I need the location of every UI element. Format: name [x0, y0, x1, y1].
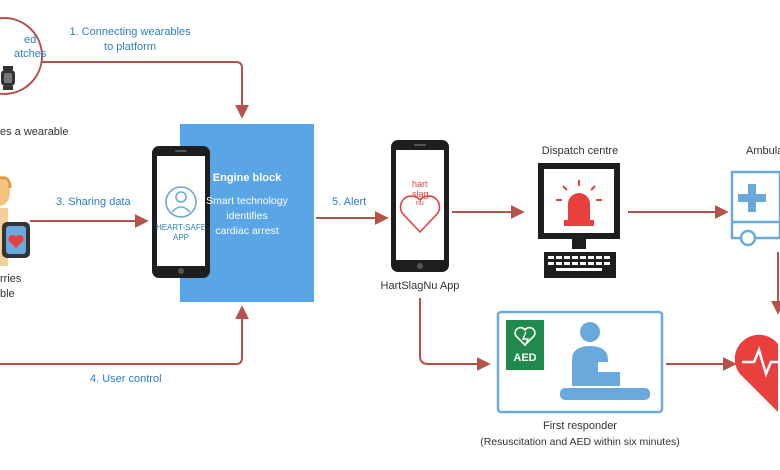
- engine-block-line2: identifies: [226, 210, 268, 222]
- arrow-to-first-responder: [419, 298, 491, 371]
- cpr-person-icon: [560, 322, 650, 400]
- hartslag-logo-line3: nu: [416, 200, 424, 207]
- step3-label: 3. Sharing data: [56, 196, 131, 208]
- first-responder-label: First responder: [543, 420, 617, 432]
- hartslagnu-phone: [391, 140, 449, 272]
- heart-safe-phone: [152, 146, 210, 278]
- watches-label-line1: ed: [24, 34, 37, 46]
- ambulance-label: Ambula: [746, 145, 780, 157]
- wearable-caption: es a wearable: [0, 126, 69, 138]
- first-responder-note: (Resuscitation and AED within six minute…: [480, 436, 680, 448]
- arrow-connect-wearables: [42, 61, 249, 119]
- user-profile-icon: [165, 186, 197, 218]
- aed-label: AED: [513, 352, 537, 364]
- heart-safe-label-line1: HEART-SAFE: [155, 223, 207, 232]
- watch-with-heart-icon: [2, 222, 30, 258]
- hartslag-heart-icon: [399, 195, 441, 234]
- carries-label-line1: rries: [0, 273, 22, 285]
- step4-label: 4. User control: [90, 373, 162, 385]
- heart-pulse-icon: [734, 334, 780, 412]
- arrow-user-control: [0, 305, 249, 365]
- hartslagnu-app-label: HartSlagNu App: [380, 280, 460, 292]
- aed-icon: [506, 320, 544, 370]
- hartslag-logo-line1: hart: [412, 179, 428, 189]
- smartwatch-icon: [1, 66, 15, 90]
- hartslag-logo-line2: slag: [412, 189, 429, 199]
- carries-label-line2: ble: [0, 288, 15, 300]
- dispatch-centre-label: Dispatch centre: [541, 145, 619, 157]
- engine-block-title: Engine block: [212, 172, 282, 184]
- heart-safe-label-line2: APP: [172, 233, 189, 242]
- engine-block-line3: cardiac arrest: [215, 225, 279, 237]
- siren-icon: [556, 180, 602, 226]
- step5-label: 5. Alert: [332, 196, 367, 208]
- watches-label-line2: atches: [14, 48, 47, 60]
- step1-label-line2: to platform: [104, 41, 156, 53]
- engine-block-line1: Smart technology: [206, 195, 288, 207]
- step1-label-line1: 1. Connecting wearables: [69, 26, 191, 38]
- ambulance-icon: [730, 170, 780, 247]
